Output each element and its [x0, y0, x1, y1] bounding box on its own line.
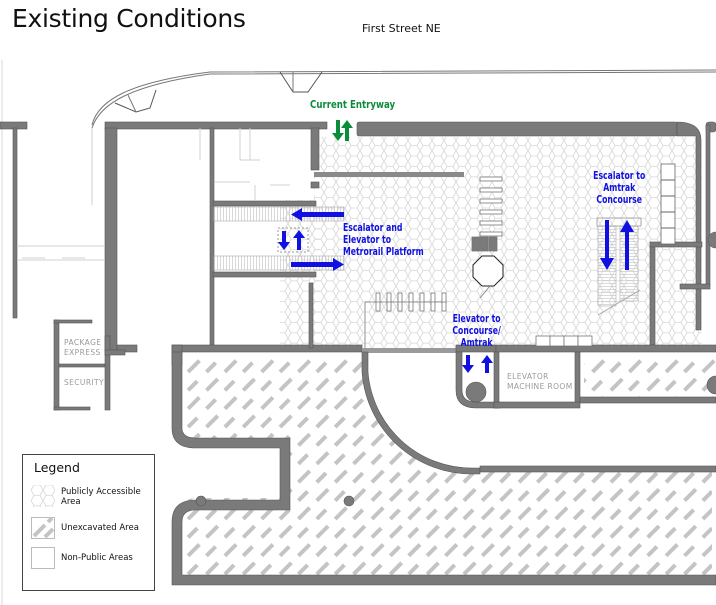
label-line: Concourse: [596, 194, 643, 206]
label-line: EXPRESS: [64, 348, 101, 357]
current-entryway-label: Current Entryway: [310, 99, 396, 111]
label-line: Elevator to: [452, 313, 501, 325]
legend-title: Legend: [34, 460, 80, 475]
green-entry-arrows: [332, 120, 353, 141]
turnstiles: [364, 292, 447, 348]
legend-item-non-public: Non-Public Areas: [31, 547, 153, 575]
label-line: ELEVATOR: [507, 372, 549, 381]
elevator-machine-room-label: ELEVATOR MACHINE ROOM: [507, 372, 573, 392]
legend-label: Unexcavated Area: [61, 523, 139, 533]
street-canopy: [91, 69, 716, 205]
bench-rack: [471, 176, 504, 299]
security-label: SECURITY: [64, 378, 105, 387]
label-line: Escalator and: [343, 222, 403, 234]
interior-lines: [17, 128, 290, 261]
lockers: [535, 335, 593, 347]
hatch-swatch-icon: [31, 517, 55, 539]
label-line: MACHINE ROOM: [507, 382, 573, 391]
package-express-label: PACKAGE EXPRESS: [64, 338, 101, 358]
legend: Legend Publicly Accessible Area Unexcava…: [22, 454, 155, 591]
elevator-concourse-label: Elevator to Concourse/ Amtrak: [452, 313, 501, 349]
amtrak-escalator-label: Escalator to Amtrak Concourse: [593, 170, 645, 206]
label-line: Metrorail Platform: [343, 246, 424, 258]
unexcavated-area: [182, 356, 716, 575]
legend-item-unexcavated: Unexcavated Area: [31, 517, 153, 545]
label-line: Amtrak: [603, 182, 636, 194]
label-line: Amtrak: [460, 337, 493, 349]
blue-arrows: [278, 208, 634, 373]
street-label: First Street NE: [362, 22, 441, 35]
page-title: Existing Conditions: [12, 4, 246, 33]
columns: [195, 375, 716, 507]
label-line: Escalator to: [593, 170, 646, 182]
walls: [0, 121, 716, 586]
label-line: Concourse/: [452, 325, 501, 337]
legend-item-public: Publicly Accessible Area: [31, 485, 153, 513]
hexagon-swatch-icon: [31, 485, 55, 507]
metrorail-escalator-label: Escalator and Elevator to Metrorail Plat…: [343, 222, 424, 258]
blank-swatch-icon: [31, 547, 55, 569]
label-line: PACKAGE: [64, 338, 102, 347]
legend-label: Non-Public Areas: [61, 553, 133, 563]
legend-label: Publicly Accessible Area: [61, 487, 141, 507]
label-line: Elevator to: [343, 234, 392, 246]
